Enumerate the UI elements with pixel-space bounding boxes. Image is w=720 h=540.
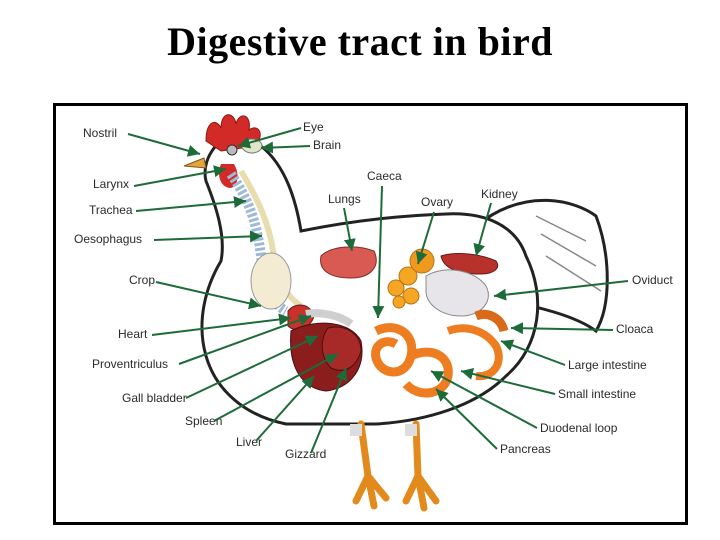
leader-arrows [127, 127, 629, 454]
label-oesophagus: Oesophagus [74, 232, 142, 246]
label-crop: Crop [129, 273, 155, 287]
label-nostril: Nostril [83, 126, 117, 140]
label-eye: Eye [303, 120, 324, 134]
intestines-shape [371, 309, 509, 398]
label-larynx: Larynx [93, 177, 129, 191]
proventriculus-shape [305, 309, 354, 328]
label-trachea: Trachea [89, 203, 133, 217]
label-heart: Heart [118, 327, 148, 341]
label-caeca: Caeca [367, 169, 402, 183]
label-cloaca: Cloaca [616, 322, 654, 336]
page-title: Digestive tract in bird [167, 19, 553, 64]
labels: Nostril Eye Brain Larynx Trachea Oesopha… [74, 120, 673, 461]
crop-shape [250, 252, 292, 310]
oviduct-shape [425, 269, 489, 317]
label-liver: Liver [236, 435, 262, 449]
label-ovary: Ovary [421, 195, 453, 209]
label-gizzard: Gizzard [285, 447, 326, 461]
label-duodenal-loop: Duodenal loop [540, 421, 618, 435]
label-small-intestine: Small intestine [558, 387, 636, 401]
label-pancreas: Pancreas [500, 442, 551, 456]
ovary-shape [387, 248, 435, 309]
label-kidney: Kidney [481, 187, 518, 201]
label-gall-bladder: Gall bladder [122, 391, 187, 405]
label-lungs: Lungs [328, 192, 361, 206]
chicken-anatomy-diagram: Nostril Eye Brain Larynx Trachea Oesopha… [74, 114, 673, 512]
lungs-shape [320, 246, 377, 279]
eye-shape [226, 144, 238, 156]
label-spleen: Spleen [185, 414, 222, 428]
legs [350, 420, 440, 512]
label-large-intestine: Large intestine [568, 358, 647, 372]
label-oviduct: Oviduct [632, 273, 673, 287]
label-brain: Brain [313, 138, 341, 152]
label-proventriculus: Proventriculus [92, 357, 168, 371]
beak [183, 157, 207, 169]
